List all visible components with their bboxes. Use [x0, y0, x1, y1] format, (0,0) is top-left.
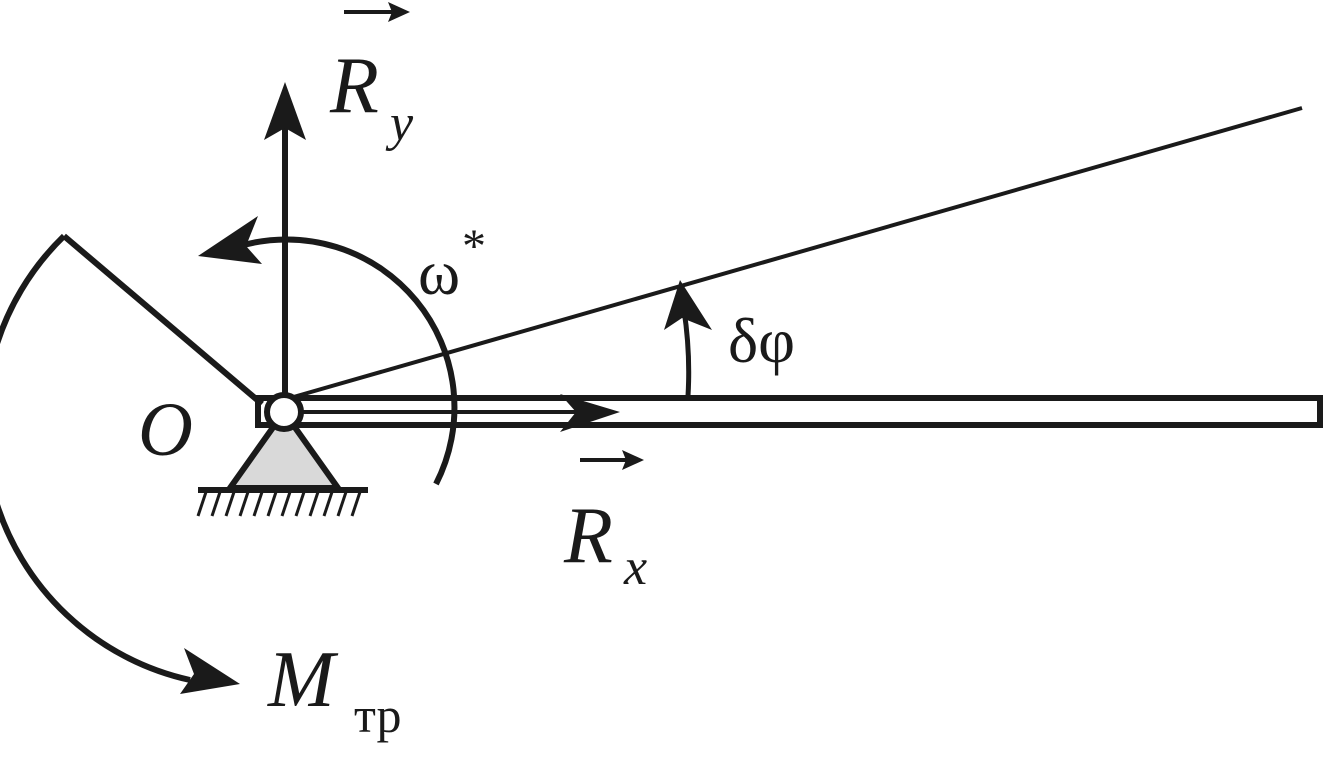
moment-arrowhead	[180, 648, 240, 694]
angle-arrowhead	[664, 280, 712, 330]
rod	[255, 395, 1323, 428]
force-y-label: R	[329, 42, 379, 130]
force-x-label: R	[563, 492, 613, 580]
moment-radius-line	[62, 233, 264, 407]
vector-bar-x	[580, 450, 644, 470]
vector-bar-y	[344, 2, 410, 22]
pin-joint	[264, 392, 304, 432]
force-x-arrowhead	[560, 394, 620, 432]
omega-label: ω	[418, 237, 460, 308]
pin-support	[224, 406, 344, 491]
displaced-rod-line	[289, 106, 1303, 400]
omega-arc	[239, 236, 458, 486]
origin-label: O	[138, 388, 193, 472]
moment-arc	[0, 233, 191, 683]
moment-label: M	[267, 636, 339, 724]
omega-arrowhead	[198, 216, 262, 264]
force-x-subscript: x	[623, 539, 647, 596]
force-y-arrowhead	[264, 82, 306, 140]
ground-hatching	[196, 487, 368, 517]
moment-subscript: тр	[354, 687, 401, 743]
omega-superscript: *	[462, 220, 486, 273]
force-y-subscript: y	[385, 95, 414, 152]
angle-label: δφ	[728, 305, 795, 376]
angle-arc	[681, 309, 692, 397]
